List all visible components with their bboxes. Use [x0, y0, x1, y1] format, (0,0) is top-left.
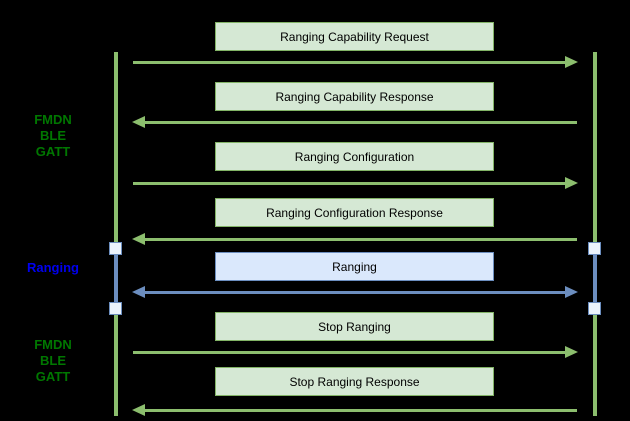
phase-label-line: GATT: [35, 144, 71, 159]
arrowhead-right-icon: [565, 177, 578, 189]
message-box: Ranging Capability Request: [215, 22, 494, 51]
phase-label-line: FMDN: [34, 112, 72, 127]
arrowhead-right-icon: [565, 286, 578, 298]
arrow-line: [143, 120, 577, 124]
activation-marker: [588, 302, 601, 315]
arrowhead-right-icon: [565, 56, 578, 68]
arrow-line: [133, 181, 567, 185]
arrow-line: [143, 290, 567, 294]
arrow-line: [143, 408, 577, 412]
message-box: Ranging Capability Response: [215, 82, 494, 111]
arrowhead-left-icon: [132, 286, 145, 298]
message-box: Stop Ranging Response: [215, 367, 494, 396]
arrowhead-left-icon: [132, 404, 145, 416]
message-box: Ranging Configuration Response: [215, 198, 494, 227]
activation-marker: [109, 242, 122, 255]
arrow-line: [133, 60, 567, 64]
phase-label: Ranging: [15, 260, 91, 276]
activation-marker: [588, 242, 601, 255]
message-box: Ranging Configuration: [215, 142, 494, 171]
lifeline-left: [114, 52, 118, 416]
message-box: Stop Ranging: [215, 312, 494, 341]
arrowhead-left-icon: [132, 233, 145, 245]
phase-label-line: GATT: [35, 369, 71, 384]
phase-label-line: FMDN: [34, 337, 72, 352]
phase-label-line: Ranging: [27, 260, 79, 275]
activation-marker: [109, 302, 122, 315]
ranging-activation-segment-right: [593, 250, 597, 307]
arrowhead-left-icon: [132, 116, 145, 128]
phase-label-line: BLE: [40, 128, 66, 143]
arrow-line: [143, 237, 577, 241]
message-box: Ranging: [215, 252, 494, 281]
arrowhead-right-icon: [565, 346, 578, 358]
arrow-line: [133, 350, 567, 354]
lifeline-right: [593, 52, 597, 416]
phase-label-line: BLE: [40, 353, 66, 368]
ranging-activation-segment-left: [114, 250, 118, 307]
